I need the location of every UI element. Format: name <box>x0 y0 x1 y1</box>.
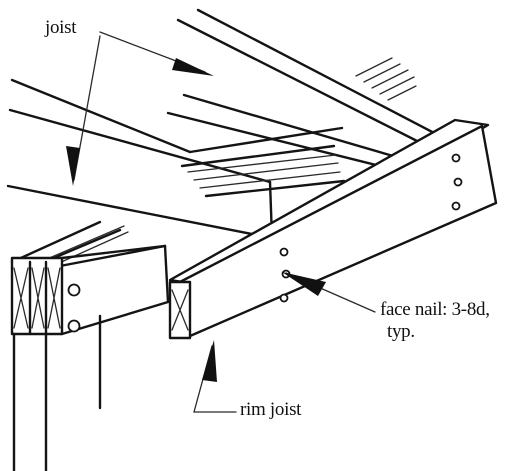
upper-joist <box>166 8 442 170</box>
left-beam <box>10 220 170 471</box>
rim-joist-label: rim joist <box>240 399 302 420</box>
joist-label: joist <box>45 17 77 38</box>
rim-joist-leader <box>193 340 237 413</box>
face-nail-typ-label: typ. <box>387 321 415 342</box>
long-joist <box>6 78 346 240</box>
joist-leaders <box>66 31 214 186</box>
face-nail-leader <box>282 272 376 313</box>
rim-joist <box>168 118 498 340</box>
face-nail-label: face nail: 3-8d, <box>380 299 490 320</box>
